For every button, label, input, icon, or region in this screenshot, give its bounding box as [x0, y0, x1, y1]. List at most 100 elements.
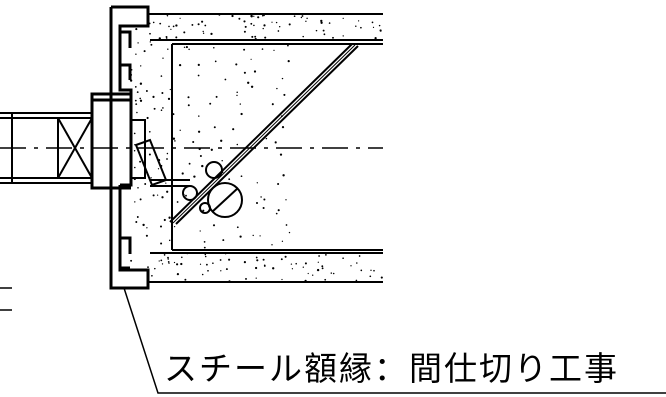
- stipple-dot: [166, 158, 168, 160]
- stipple-dot: [139, 97, 142, 100]
- stipple-dot: [277, 30, 280, 32]
- stipple-dot: [204, 24, 207, 27]
- stipple-dot: [322, 29, 325, 32]
- stipple-dot: [238, 17, 241, 20]
- stipple-dot: [176, 272, 180, 276]
- stipple-dot: [130, 259, 133, 262]
- stipple-dot: [281, 240, 284, 242]
- stipple-dot: [144, 183, 147, 185]
- stipple-dot: [159, 225, 163, 228]
- stipple-dot: [145, 234, 148, 237]
- stipple-dot: [304, 279, 307, 283]
- stipple-dot: [232, 128, 235, 131]
- stipple-dot: [181, 256, 183, 259]
- stipple-dot: [239, 235, 242, 238]
- stipple-dot: [252, 234, 254, 237]
- stipple-dot: [281, 278, 283, 281]
- stipple-dot: [228, 178, 231, 181]
- stipple-dot: [158, 37, 161, 40]
- stipple-dot: [134, 201, 136, 203]
- stipple-dot: [188, 48, 190, 51]
- stipple-dot: [139, 198, 142, 201]
- stipple-dot: [130, 69, 133, 71]
- stipple-dot: [154, 267, 156, 270]
- stipple-dot: [199, 263, 202, 265]
- stipple-dot: [133, 132, 136, 135]
- hinge-fitting: [130, 119, 190, 187]
- stipple-dot: [240, 112, 243, 116]
- stipple-dot: [263, 24, 266, 27]
- stipple-dot: [236, 94, 238, 97]
- stipple-dot: [287, 60, 290, 63]
- stipple-dot: [243, 20, 246, 23]
- stipple-dot: [135, 53, 137, 55]
- stipple-dot: [213, 252, 216, 254]
- stipple-dot: [275, 212, 278, 215]
- stipple-dot: [163, 218, 166, 222]
- stipple-dot: [239, 103, 241, 105]
- stipple-dot: [263, 264, 266, 267]
- stipple-dot: [265, 137, 268, 140]
- stipple-dot: [191, 23, 194, 26]
- stipple-dot: [213, 126, 216, 129]
- stipple-dot: [236, 226, 239, 229]
- stipple-dot: [180, 262, 183, 266]
- stipple-dot: [321, 265, 324, 268]
- stipple-dot: [250, 14, 253, 18]
- stipple-dot: [251, 35, 254, 38]
- stipple-dot: [160, 242, 163, 245]
- stipple-dot: [159, 22, 162, 25]
- stipple-dot: [152, 95, 155, 98]
- stipple-dot: [183, 193, 185, 196]
- stipple-dot: [168, 262, 170, 264]
- stipple-dot: [285, 199, 287, 201]
- stipple-dot: [271, 21, 273, 23]
- stipple-dot: [254, 35, 257, 38]
- stipple-dot: [146, 227, 148, 229]
- stipple-dot: [198, 147, 201, 151]
- stipple-dot: [162, 107, 164, 109]
- stipple-dot: [320, 19, 323, 23]
- stipple-dot: [288, 23, 291, 26]
- stipple-dot: [178, 63, 182, 67]
- stipple-dot: [136, 91, 139, 93]
- stipple-dot: [156, 194, 159, 196]
- stipple-dot: [210, 148, 213, 151]
- stipple-dot: [250, 58, 252, 60]
- stipple-dot: [380, 30, 382, 32]
- stipple-dot: [166, 13, 169, 16]
- frame-corner-top: [120, 30, 132, 48]
- stipple-dot: [197, 63, 200, 67]
- stipple-dot: [225, 268, 228, 271]
- door-core-diag2: [57, 117, 93, 179]
- stipple-dot: [135, 28, 138, 31]
- stipple-dot: [330, 272, 333, 274]
- stipple-dot: [272, 267, 275, 270]
- stipple-dot: [342, 257, 344, 260]
- stipple-dot: [199, 154, 202, 158]
- stipple-dot: [145, 90, 148, 92]
- stipple-dot: [201, 273, 204, 276]
- stipple-dot: [176, 201, 179, 203]
- stipple-dot: [372, 26, 375, 29]
- stipple-dot: [165, 182, 167, 184]
- stipple-dot: [139, 99, 143, 102]
- stipple-dot: [146, 116, 149, 120]
- stipple-dot: [325, 254, 327, 256]
- stipple-dot: [243, 71, 246, 74]
- stipple-dot: [350, 265, 352, 267]
- stipple-dot: [255, 201, 259, 205]
- stipple-dot: [140, 65, 142, 67]
- stipple-dot: [179, 129, 181, 131]
- stipple-dot: [134, 144, 136, 146]
- stipple-dot: [149, 41, 151, 43]
- stipple-dot: [332, 36, 334, 39]
- stipple-dot: [134, 166, 136, 169]
- stipple-dot: [147, 266, 149, 268]
- stipple-dot: [371, 21, 374, 24]
- stipple-dot: [142, 223, 145, 227]
- stipple-dot: [282, 174, 285, 177]
- stipple-dot: [259, 235, 261, 237]
- stipple-dot: [324, 278, 327, 281]
- stipple-dot: [170, 28, 172, 31]
